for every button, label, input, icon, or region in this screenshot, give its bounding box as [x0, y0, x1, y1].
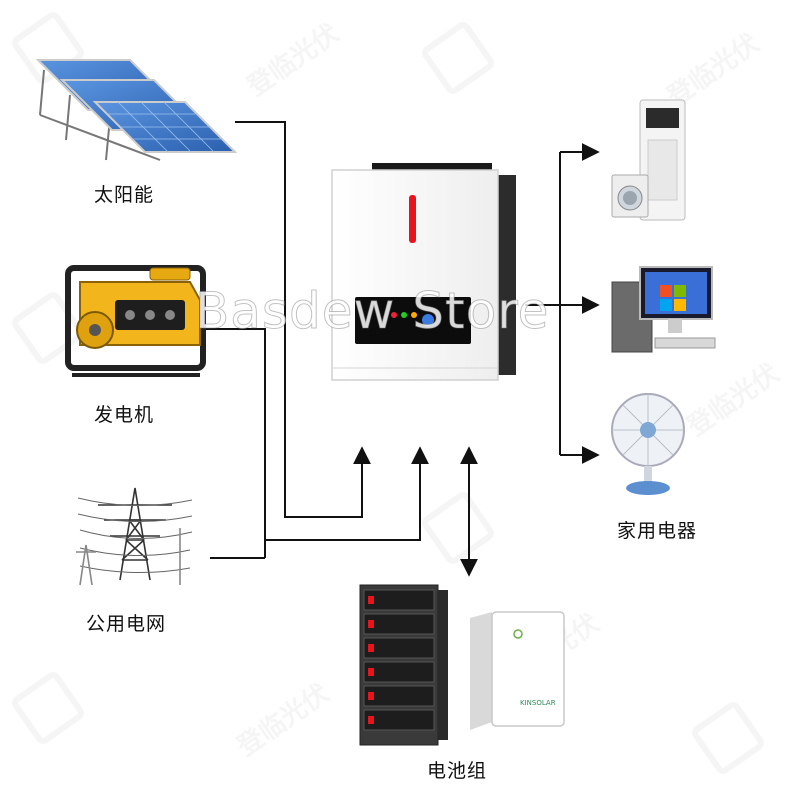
power-tower-icon: [76, 488, 192, 585]
label-solar: 太阳能: [94, 180, 154, 207]
fan-icon: [612, 394, 684, 495]
store-watermark: Basdew Store: [195, 282, 549, 340]
wall-battery-icon: [470, 612, 564, 730]
generator-icon: [68, 268, 203, 375]
label-battery: 电池组: [427, 756, 487, 783]
generator-line: [205, 329, 265, 558]
inverter-icon: [332, 163, 516, 380]
air-conditioner-icon: [612, 100, 685, 220]
battery-rack-icon: [360, 585, 448, 745]
label-grid: 公用电网: [86, 609, 166, 636]
battery-brand-text: KINSOLAR: [520, 699, 556, 707]
label-generator: 发电机: [94, 400, 154, 427]
computer-icon: [612, 267, 715, 352]
status-led: [409, 195, 416, 243]
solar-panel-icon: [38, 60, 235, 160]
ac-input-line: [265, 448, 420, 540]
label-appliances: 家用电器: [617, 516, 697, 543]
